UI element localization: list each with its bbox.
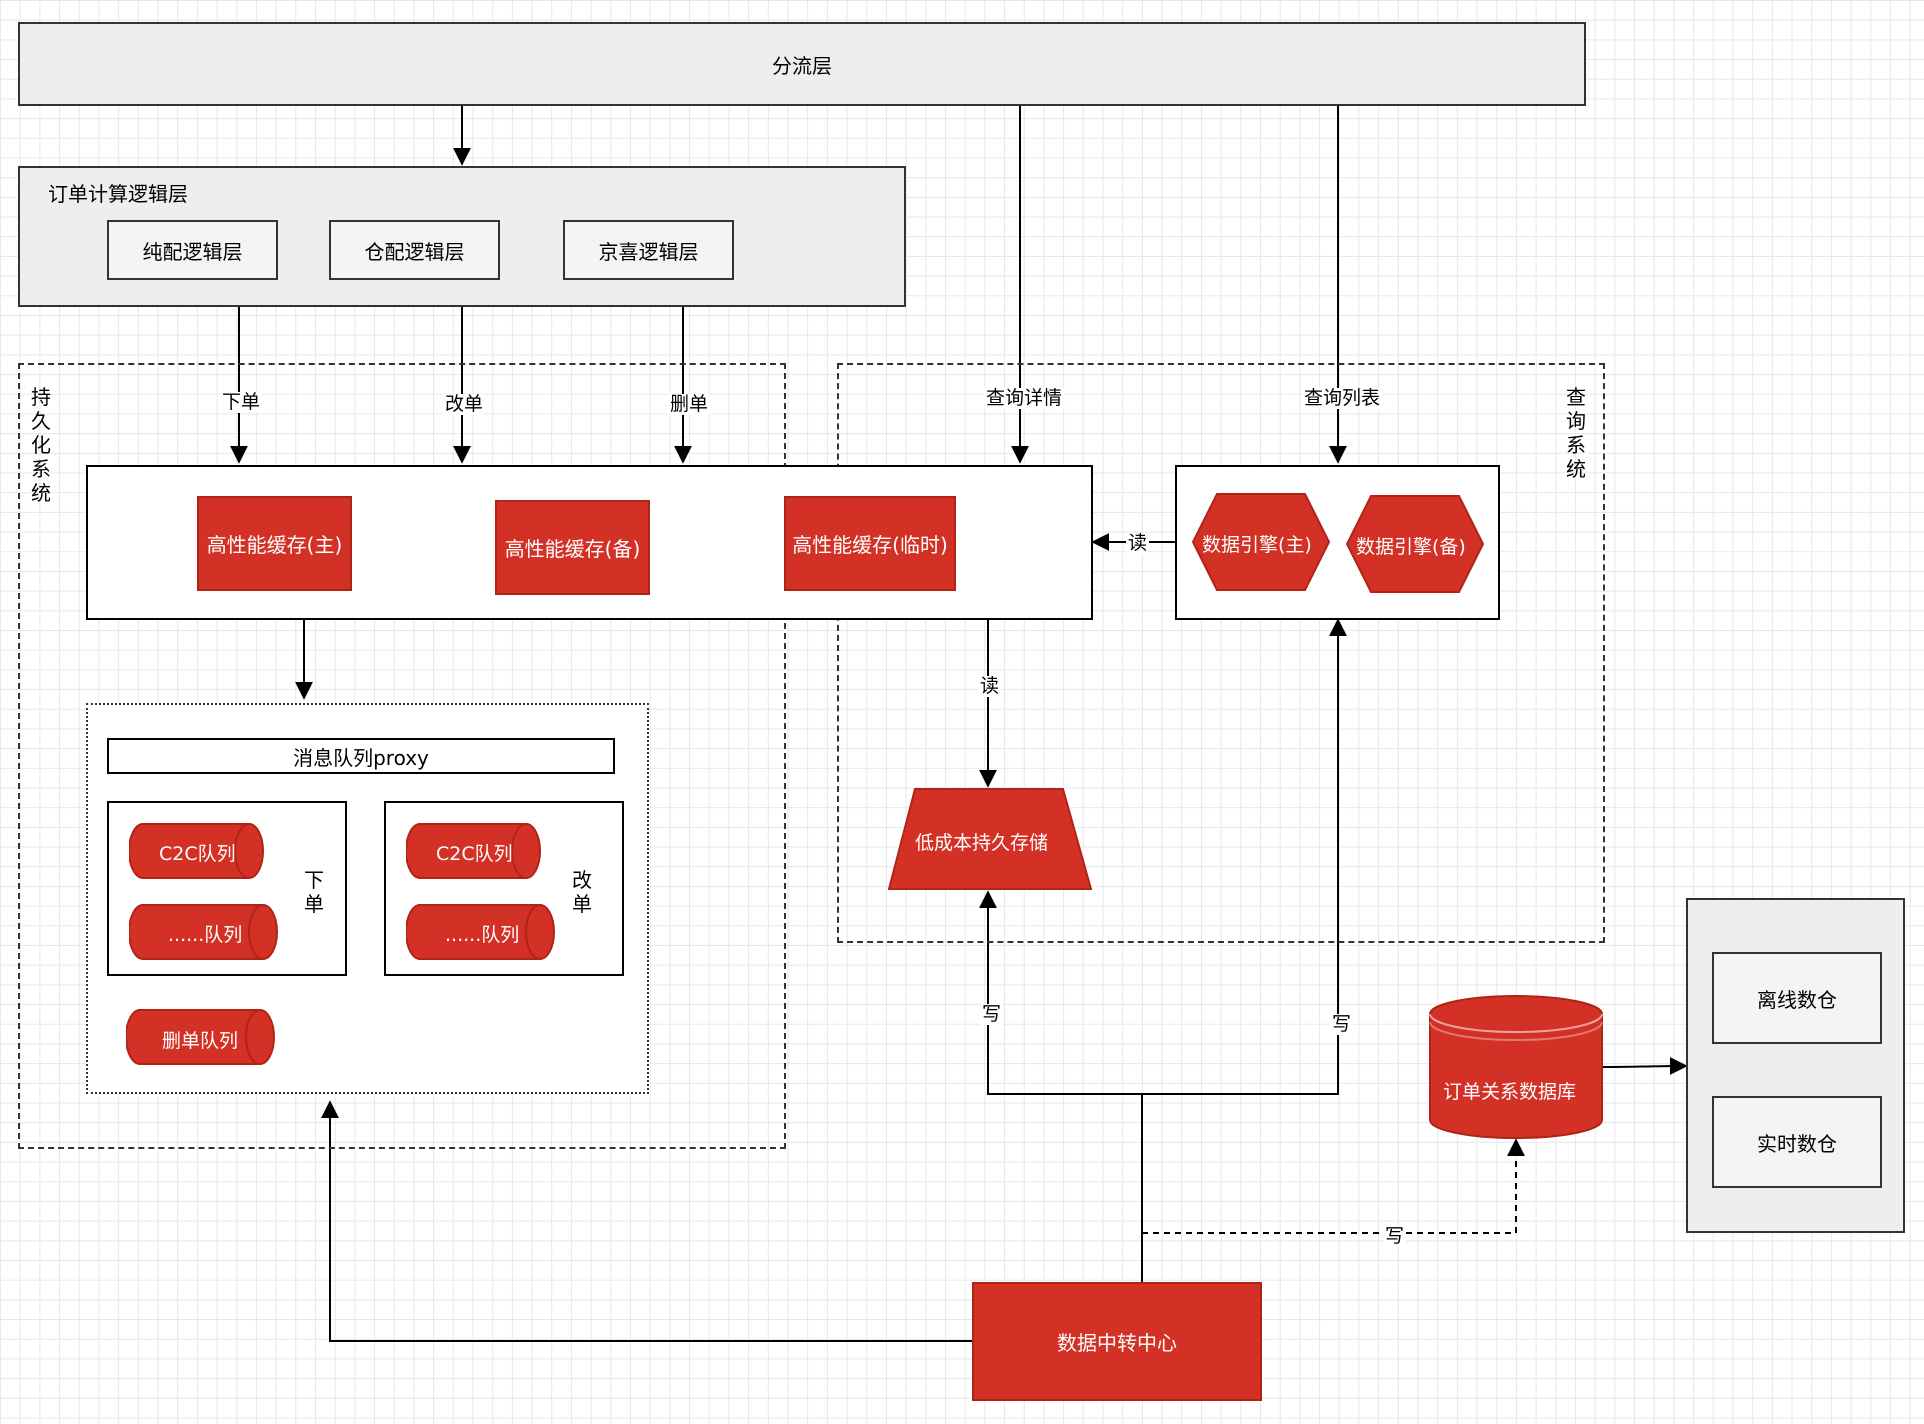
- label-write-storage: 写: [980, 1003, 1004, 1025]
- edge-write-storage: [979, 890, 1142, 1095]
- relation-database-label: 订单关系数据库: [1443, 1081, 1577, 1103]
- queue-other-change: [406, 904, 555, 960]
- persistence-title: 持久化系统: [31, 385, 51, 505]
- diverter-layer: 分流层: [18, 22, 1586, 106]
- data-engine-primary: [1191, 493, 1331, 591]
- label-read-engine: 读: [1126, 532, 1150, 554]
- warehouse-offline: 离线数仓: [1712, 952, 1882, 1044]
- mq-proxy: 消息队列proxy: [107, 738, 615, 774]
- logic-jingxi: 京喜逻辑层: [563, 220, 734, 280]
- logic-item-label: 纯配逻辑层: [142, 239, 243, 264]
- label-read-storage: 读: [978, 675, 1002, 697]
- warehouse-label: 离线数仓: [1757, 987, 1837, 1012]
- cache-label: 高性能缓存(临时): [792, 533, 948, 557]
- query-title: 查询系统: [1566, 385, 1586, 481]
- low-cost-storage-label: 低成本持久存储: [915, 832, 1049, 854]
- engine-backup-label: 数据引擎(备): [1356, 536, 1466, 558]
- data-hub-label: 数据中转中心: [1057, 1331, 1177, 1355]
- edge-write-engine: [1142, 618, 1347, 1095]
- label-change-order: 改单: [443, 393, 486, 415]
- logic-warehouse-delivery: 仓配逻辑层: [329, 220, 500, 280]
- queue-other-place-label: ......队列: [168, 924, 243, 946]
- queue-c2c-change: [406, 823, 541, 879]
- label-place-order: 下单: [220, 391, 263, 413]
- warehouse-realtime: 实时数仓: [1712, 1096, 1882, 1188]
- label-delete-order: 删单: [668, 393, 711, 415]
- relation-database: [1429, 995, 1603, 1139]
- cache-primary: 高性能缓存(主): [197, 496, 352, 591]
- queue-other-place: [129, 904, 278, 960]
- cache-label: 高性能缓存(备): [504, 537, 641, 561]
- edge-hub-mq: [321, 1100, 972, 1342]
- warehouse-label: 实时数仓: [1757, 1131, 1837, 1156]
- persistence-system: [18, 363, 786, 1149]
- low-cost-storage: [887, 788, 1093, 890]
- mq-group-change-label: 改单: [572, 868, 592, 916]
- mq-group-place-label: 下单: [304, 868, 324, 916]
- logic-item-label: 京喜逻辑层: [598, 239, 699, 264]
- queue-c2c-place-label: C2C队列: [159, 843, 236, 865]
- data-engine-backup: [1345, 495, 1485, 593]
- logic-item-label: 仓配逻辑层: [364, 239, 465, 264]
- mq-proxy-label: 消息队列proxy: [293, 745, 429, 770]
- cache-backup: 高性能缓存(备): [495, 500, 650, 595]
- queue-delete-label: 删单队列: [162, 1030, 239, 1052]
- queue-delete: [126, 1009, 275, 1065]
- label-query-list: 查询列表: [1302, 387, 1383, 409]
- queue-c2c-place: [129, 823, 264, 879]
- cache-temporary: 高性能缓存(临时): [784, 496, 956, 591]
- order-logic-title: 订单计算逻辑层: [48, 182, 188, 206]
- queue-other-change-label: ......队列: [445, 924, 520, 946]
- diverter-label: 分流层: [772, 53, 832, 78]
- edge-write-relation-db: [1142, 1138, 1525, 1234]
- cache-label: 高性能缓存(主): [206, 533, 343, 557]
- logic-pure-delivery: 纯配逻辑层: [107, 220, 278, 280]
- label-write-engine: 写: [1330, 1013, 1354, 1035]
- query-system: [837, 363, 1605, 943]
- label-write-relation-db: 写: [1383, 1225, 1407, 1247]
- edge-db-warehouse: [1601, 1057, 1688, 1076]
- queue-c2c-change-label: C2C队列: [436, 843, 513, 865]
- engine-primary-label: 数据引擎(主): [1202, 534, 1312, 556]
- label-query-detail: 查询详情: [984, 387, 1065, 409]
- data-hub: 数据中转中心: [972, 1282, 1262, 1401]
